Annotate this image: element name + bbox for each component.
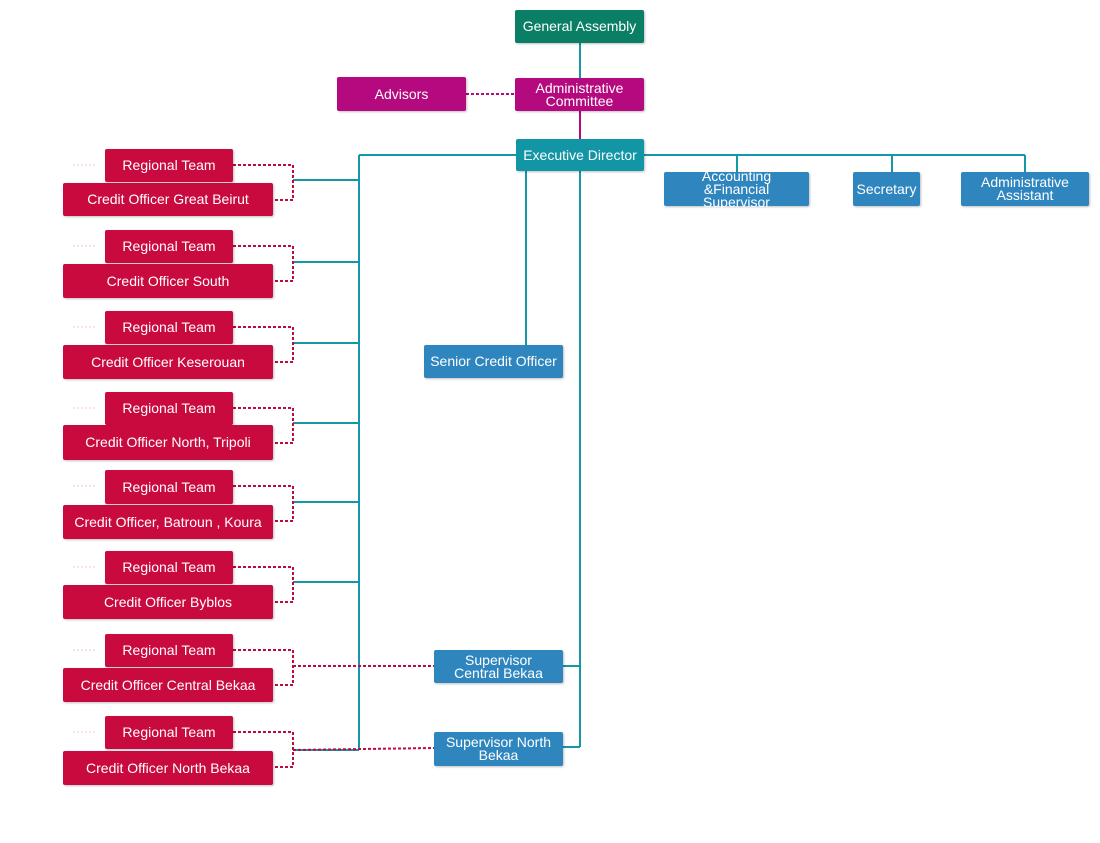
regional-team-box: Regional Team bbox=[105, 470, 233, 504]
regional-team-box: Regional Team bbox=[105, 230, 233, 263]
regional-bracket bbox=[233, 407, 294, 444]
regional-team-box: Regional Team bbox=[105, 311, 233, 344]
credit-officer-box: Credit Officer Great Beirut bbox=[63, 183, 273, 216]
regional-brackets bbox=[233, 164, 294, 768]
executive-director-box: Executive Director bbox=[516, 139, 644, 171]
credit-officer-box: Credit Officer North Bekaa bbox=[63, 751, 273, 785]
senior-credit-officer-box: Senior Credit Officer bbox=[424, 345, 563, 378]
general-assembly-box: General Assembly bbox=[515, 10, 644, 43]
regional-bracket bbox=[233, 164, 294, 201]
accounting-supervisor-box: Accounting &Financial Supervisor bbox=[664, 169, 809, 209]
credit-officer-box: Credit Officer Byblos bbox=[63, 585, 273, 619]
credit-officer-box: Credit Officer, Batroun , Koura bbox=[63, 505, 273, 539]
credit-officer-box: Credit Officer South bbox=[63, 264, 273, 298]
north-bekaa-dashed bbox=[292, 747, 435, 751]
regional-team-box: Regional Team bbox=[105, 392, 233, 425]
regional-team-box: Regional Team bbox=[105, 551, 233, 584]
regional-bracket bbox=[233, 649, 294, 686]
regional-bracket bbox=[233, 485, 294, 522]
secretary-box: Secretary bbox=[853, 172, 920, 206]
regional-team-box: Regional Team bbox=[105, 716, 233, 749]
regional-bracket bbox=[233, 326, 294, 363]
administrative-assistant-box: Administrative Assistant bbox=[961, 172, 1089, 206]
advisors-box: Advisors bbox=[337, 77, 466, 111]
regional-team-box: Regional Team bbox=[105, 149, 233, 182]
regional-team-box: Regional Team bbox=[105, 634, 233, 667]
regional-bracket bbox=[233, 731, 294, 768]
supervisor-central-bekaa-box: Supervisor Central Bekaa bbox=[434, 650, 563, 683]
credit-officer-box: Credit Officer North, Tripoli bbox=[63, 425, 273, 460]
credit-officer-box: Credit Officer Central Bekaa bbox=[63, 668, 273, 702]
supervisor-north-bekaa-box: Supervisor North Bekaa bbox=[434, 732, 563, 766]
regional-bracket bbox=[233, 566, 294, 603]
administrative-committee-box: Administrative Committee bbox=[515, 78, 644, 111]
credit-officer-box: Credit Officer Keserouan bbox=[63, 345, 273, 379]
regional-bracket bbox=[233, 245, 294, 282]
